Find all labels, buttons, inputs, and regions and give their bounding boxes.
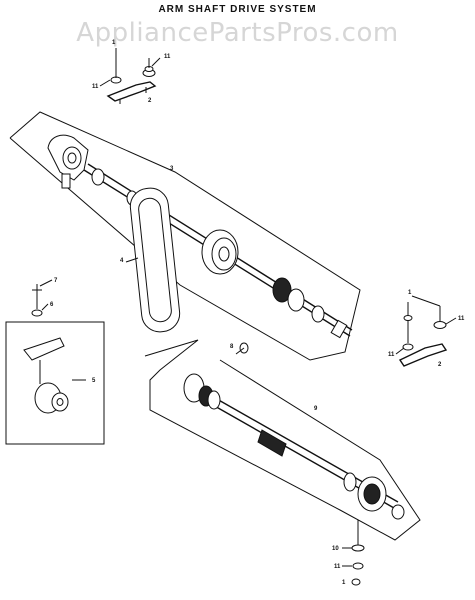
top-bracket-assembly xyxy=(106,58,157,104)
right-bracket-assembly xyxy=(398,302,448,367)
callout-2: 2 xyxy=(438,362,442,368)
callout-10: 10 xyxy=(332,546,339,552)
callout-5: 5 xyxy=(92,378,96,384)
screw-stack xyxy=(351,520,365,586)
callout-1: 1 xyxy=(112,40,116,46)
motor-bracket-assembly xyxy=(5,284,105,445)
lower-shaft xyxy=(183,373,405,520)
diagram-title: ARM SHAFT DRIVE SYSTEM xyxy=(158,4,317,15)
arm-shaft xyxy=(47,134,353,339)
callout-11: 11 xyxy=(388,352,395,358)
callout-3: 3 xyxy=(170,166,174,172)
callout-6: 6 xyxy=(50,302,54,308)
callout-7: 7 xyxy=(54,278,58,284)
clip xyxy=(235,342,249,355)
callout-11: 11 xyxy=(164,54,171,60)
callout-1: 1 xyxy=(342,580,346,586)
callout-9: 9 xyxy=(314,406,318,412)
hook-shaft-outline xyxy=(144,339,421,541)
callout-1: 1 xyxy=(408,290,412,296)
callout-11: 11 xyxy=(334,564,341,570)
callout-4: 4 xyxy=(120,258,124,264)
callout-11: 11 xyxy=(92,84,99,90)
callout-labels: 1 1 1 2 2 3 4 5 6 7 8 9 10 11 11 11 11 1… xyxy=(50,40,465,586)
callout-2: 2 xyxy=(148,98,152,104)
timing-belt xyxy=(129,187,181,333)
callout-8: 8 xyxy=(230,344,234,350)
arm-shaft-outline xyxy=(9,111,361,361)
leader-lines xyxy=(39,48,457,567)
callout-11: 11 xyxy=(458,316,465,322)
